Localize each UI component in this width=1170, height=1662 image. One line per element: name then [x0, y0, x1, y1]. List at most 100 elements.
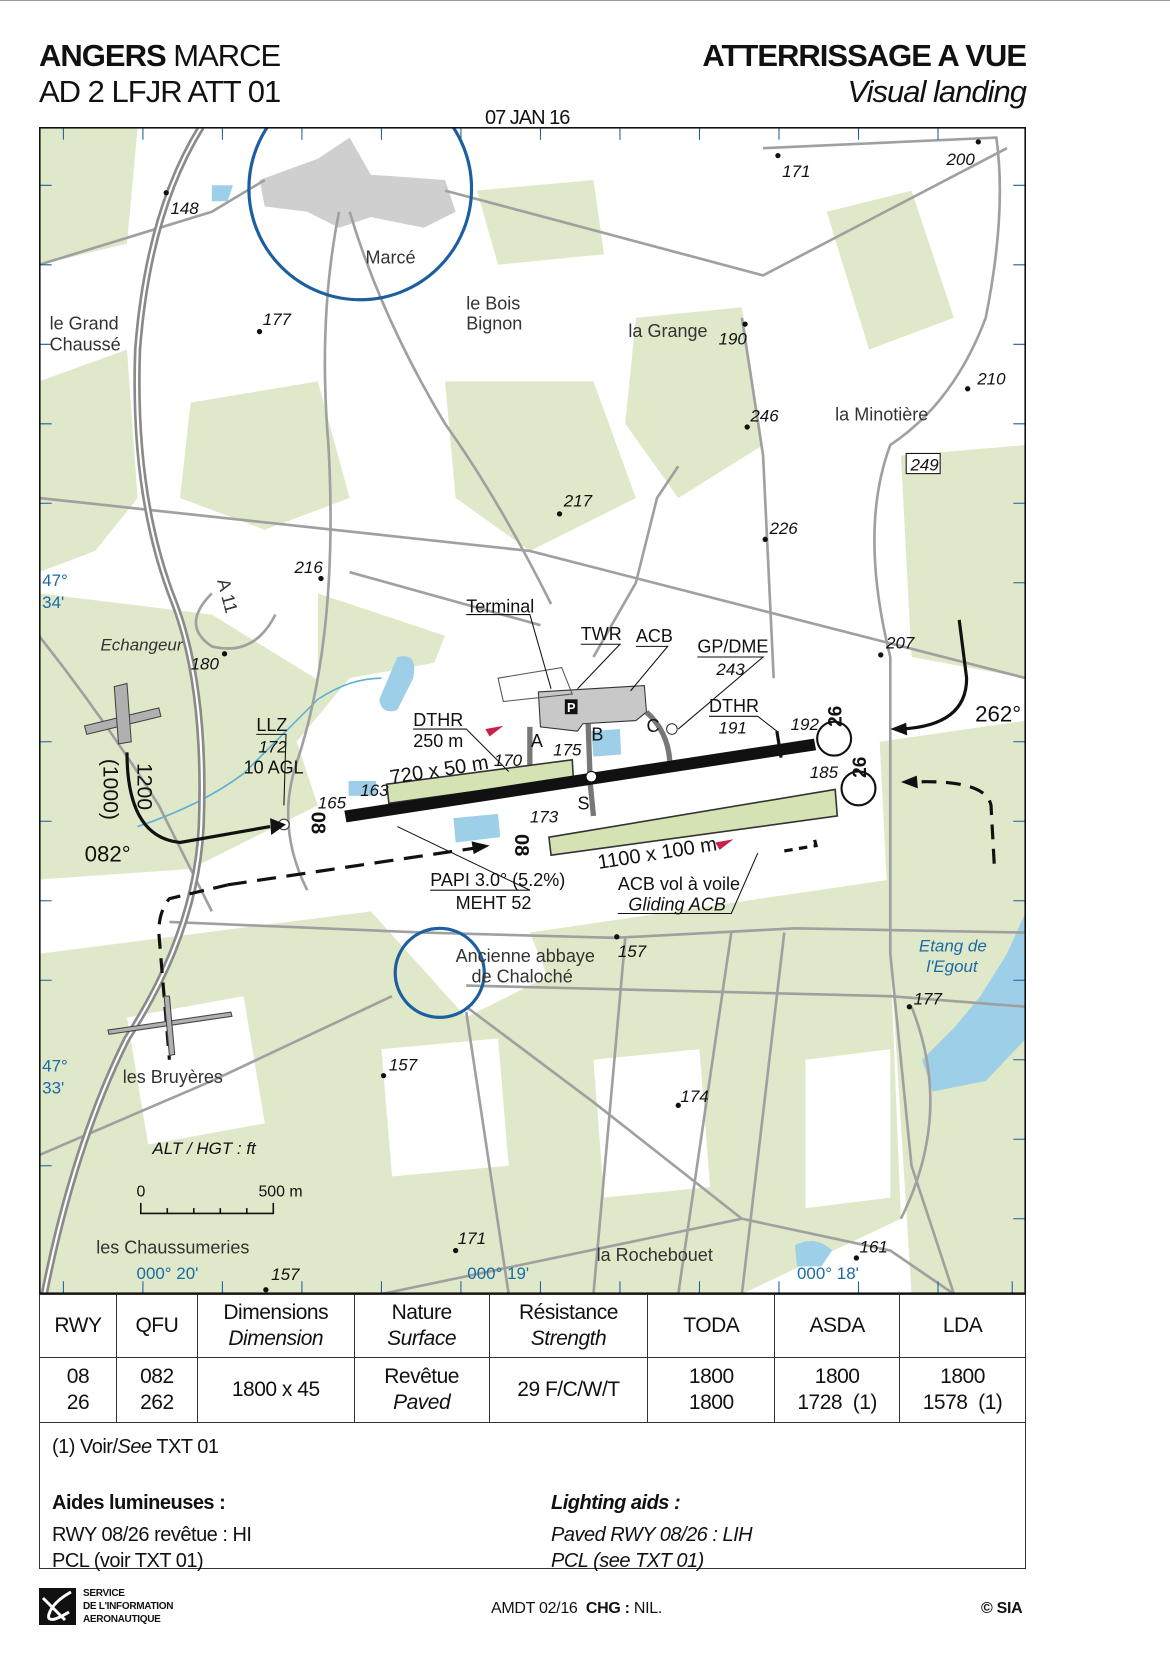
col-strength-fr: Résistance: [519, 1301, 618, 1324]
logo-line-3: aeronautique: [83, 1614, 161, 1625]
col-surface-fr: Nature: [391, 1301, 453, 1324]
runway-08-26: [344, 738, 817, 823]
scale-500m: 500 m: [258, 1183, 302, 1200]
arrowheads: [270, 722, 918, 855]
qfu-082-label: 082°: [85, 842, 131, 867]
spot-label: 217: [563, 491, 593, 510]
col-qfu: QFU: [115, 1294, 198, 1358]
airport-facilities: P: [497, 666, 673, 817]
toda-08: 1800: [688, 1365, 734, 1388]
spot-label: 200: [945, 150, 975, 169]
spot-label: 246: [749, 407, 779, 426]
place-les-bruyeres: les Bruyères: [123, 1067, 223, 1087]
spot-height-box: [905, 452, 941, 475]
lighting-line2-en: PCL (see TXT 01): [551, 1550, 704, 1572]
rwy26-glider-label: 26: [850, 757, 871, 778]
col-surface-en: Surface: [387, 1327, 457, 1350]
spot-label: 185: [810, 763, 839, 782]
surface-fr: Revêtue: [384, 1365, 459, 1388]
qfu-08: 082: [140, 1365, 174, 1388]
qfu-26: 262: [140, 1391, 174, 1414]
lighting-line2-fr: PCL (voir TXT 01): [52, 1550, 204, 1572]
asda-26: 1728 (1): [797, 1391, 877, 1414]
lighting-line1-en: Paved RWY 08/26 : LIH: [551, 1524, 753, 1546]
spot-label: 180: [191, 655, 220, 674]
water-bodies: [211, 185, 1026, 1267]
col-lda: LDA: [899, 1294, 1026, 1358]
logo-line-1: Service: [83, 1588, 125, 1599]
glider-icon: [107, 995, 233, 1057]
airport-name: ANGERS MARCE: [39, 38, 281, 74]
place-la-minotiere: la Minotière: [835, 405, 928, 425]
lat-34-min: 34': [42, 593, 64, 612]
lighting-title-fr: Aides lumineuses :: [52, 1492, 226, 1514]
taxiway-s-label: S: [578, 794, 590, 814]
place-la-rochebouet: la Rochebouet: [597, 1245, 713, 1265]
toda-26: 1800: [688, 1391, 734, 1414]
note-1-en: See: [117, 1436, 153, 1458]
marce-town-area: [259, 137, 456, 228]
label-dthr-distance: 250 m: [413, 731, 463, 751]
note-1-fr: (1) Voir/: [52, 1436, 118, 1458]
spot-label: 190: [719, 329, 748, 348]
label-acb: ACB: [636, 626, 673, 646]
circuit-altitude-label: 1200: [133, 763, 156, 810]
place-marce: Marcé: [366, 248, 416, 268]
spot-label: 191: [719, 718, 747, 737]
col-dimension-fr: Dimensions: [223, 1301, 329, 1324]
alt-hgt-legend: ALT / HGT : ft: [151, 1139, 257, 1158]
amendment-info: AMDT 02/16 CHG : NIL.: [491, 1600, 662, 1618]
lon-18: 000° 18': [797, 1264, 859, 1283]
chart-date: 07 JAN 16: [485, 107, 570, 129]
spot-label: 175: [553, 741, 582, 760]
rwy-26: 26: [66, 1391, 90, 1414]
note-1: (1) Voir/See TXT 01: [52, 1436, 219, 1459]
spot-label: 177: [914, 990, 943, 1009]
windsock-icon: [715, 839, 734, 850]
lighting-line1-fr: RWY 08/26 revêtue : HI: [52, 1524, 252, 1546]
place-le-grand: le Grand: [50, 313, 119, 333]
taxiway-c-label: C: [646, 716, 659, 736]
place-echangeur: Echangeur: [100, 636, 183, 655]
chg-label: CHG :: [585, 1600, 630, 1617]
label-twr: TWR: [581, 624, 622, 644]
spot-label: 170: [494, 751, 523, 770]
abbey-avoid-circle: [393, 926, 486, 1019]
col-asda: ASDA: [774, 1294, 901, 1358]
label-llz: LLZ: [256, 715, 287, 735]
leader-lines: [256, 614, 778, 915]
cell-dimension: 1800 x 45: [196, 1357, 355, 1423]
spot-label-boxed: 249: [909, 455, 939, 474]
label-acb-gliding-fr: ACB vol à voile: [618, 874, 740, 894]
lat-34-deg: 47°: [42, 571, 68, 590]
spot-height-points: [163, 139, 981, 1293]
rwy08-label: 08: [306, 812, 328, 834]
col-dimension-en: Dimension: [228, 1327, 324, 1350]
rwy26-label: 26: [826, 706, 847, 727]
sia-logo-text: Service de l'information aeronautique: [83, 1587, 173, 1626]
clearings: [126, 656, 891, 1209]
displaced-threshold-26: [775, 730, 783, 758]
spot-label: 157: [389, 1055, 418, 1074]
rwy-08: 08: [66, 1365, 90, 1388]
chg-value: NIL.: [629, 1600, 662, 1617]
label-papi: PAPI 3.0° (5.2%): [430, 870, 565, 890]
airport-name-bold: ANGERS: [39, 38, 167, 73]
chart-subtitle: Visual landing: [847, 74, 1027, 109]
spot-label: 148: [170, 199, 199, 218]
lda-08: 1800: [940, 1365, 985, 1388]
rwy08-glider-label: 08: [510, 834, 532, 856]
label-acb-gliding-en: Gliding ACB: [628, 894, 725, 914]
chart-title: ATTERRISSAGE A VUE: [702, 38, 1027, 73]
label-dthr-26: DTHR: [709, 696, 759, 716]
qfu-262-label: 262°: [975, 702, 1021, 727]
cell-toda: 1800 1800: [647, 1357, 776, 1423]
place-la-grange: la Grange: [628, 321, 707, 341]
spot-label: 165: [318, 794, 347, 813]
amdt-label: AMDT 02/16: [491, 1600, 578, 1617]
